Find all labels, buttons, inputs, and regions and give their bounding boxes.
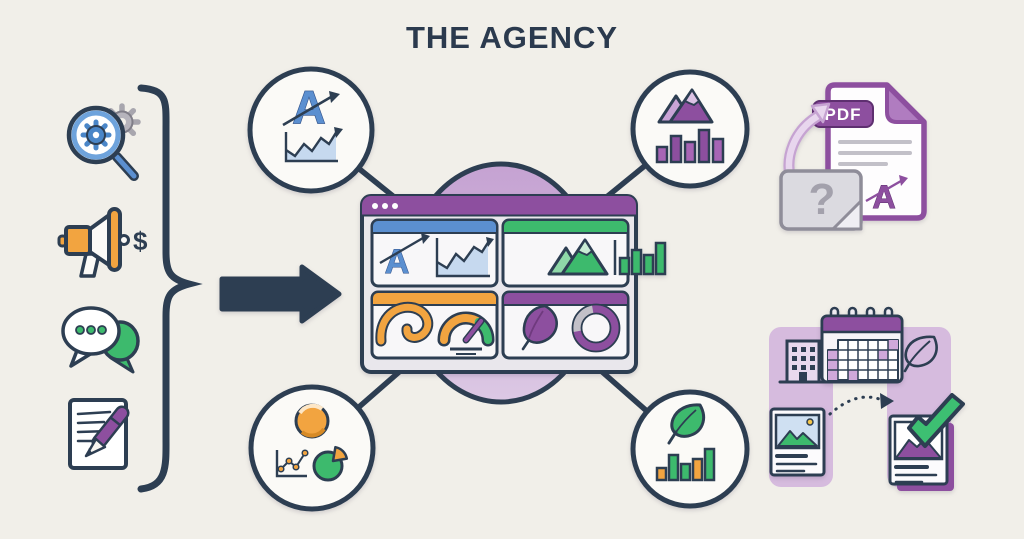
purple-mountains-icon xyxy=(657,88,714,124)
purple-bar-chart-icon xyxy=(655,128,725,164)
calendar-icon xyxy=(820,306,904,384)
building-icon xyxy=(778,339,828,384)
satellite-organic-growth xyxy=(630,389,750,509)
panel-logo-trend: A xyxy=(370,218,499,288)
pdf-badge-label: PDF xyxy=(825,105,862,124)
window-titlebar xyxy=(362,196,636,215)
unknown-source-document: ? xyxy=(779,102,863,231)
window-dots xyxy=(372,203,398,209)
green-leaf-icon xyxy=(667,403,705,445)
mini-area-chart xyxy=(435,237,494,278)
page-title: THE AGENCY xyxy=(405,20,619,55)
folded-corner xyxy=(885,84,925,124)
logo-letter: A xyxy=(872,179,895,215)
panel-wave-gauge xyxy=(370,290,499,360)
checkmark-icon xyxy=(907,393,965,448)
area-chart-icon xyxy=(284,127,343,163)
green-bar-chart-icon xyxy=(613,240,667,276)
pdf-report-graphic: A PDF ? xyxy=(779,82,927,231)
logo-letter: A xyxy=(292,81,325,133)
donut-chart-icon xyxy=(571,303,621,353)
scheduling-graphic xyxy=(769,306,965,491)
draft-content-card xyxy=(769,407,826,477)
document-text-lines xyxy=(838,140,912,166)
satellite-campaign-charts xyxy=(248,384,376,512)
flow-arrow xyxy=(219,264,342,324)
panel-mountains-bars xyxy=(501,218,667,288)
question-mark: ? xyxy=(809,175,836,224)
dollar-sign: $ xyxy=(133,226,148,256)
green-mountains-icon xyxy=(547,238,609,276)
dashboard-window: A xyxy=(360,194,667,374)
approved-content-card xyxy=(888,393,965,491)
service-chat-bubbles-icon xyxy=(61,306,140,374)
satellite-logo-analytics: A xyxy=(247,66,375,194)
service-megaphone-icon: $ xyxy=(57,207,148,278)
swirl-icon xyxy=(294,403,330,439)
dotted-line-chart-icon xyxy=(275,449,309,478)
service-copywriting-icon xyxy=(68,398,130,470)
schedule-dotted-arrow xyxy=(828,393,894,416)
satellite-mountain-bars xyxy=(630,69,750,189)
gauge-icon xyxy=(437,311,495,355)
service-search-gears-icon xyxy=(66,103,141,181)
logo-arrow-swoosh xyxy=(282,91,340,127)
purple-leaf-icon xyxy=(521,304,558,351)
wave-icon xyxy=(375,301,434,347)
grouping-brace xyxy=(137,84,203,493)
panel-leaf-donut xyxy=(501,290,630,360)
growth-bar-chart-icon xyxy=(655,447,716,482)
leaf-outline-icon xyxy=(903,335,938,373)
pie-chart-icon xyxy=(312,445,349,482)
